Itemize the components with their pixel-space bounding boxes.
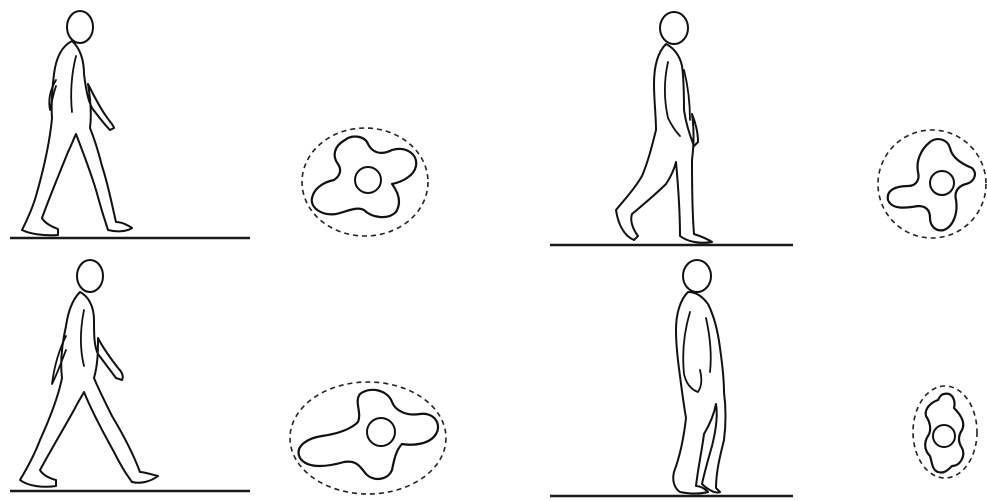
cross-section-oval [290,382,446,494]
spinal-canal [355,167,381,193]
figure-head [77,260,103,292]
spinal-canal [930,171,954,195]
panel-upright-short-stride [550,12,986,245]
figure-head [683,260,711,292]
cross-section-oval [878,130,986,238]
figure-body [20,292,158,487]
walking-figure [616,12,712,243]
walking-figure [20,260,158,487]
panel-forward-lean-long-stride [10,260,446,494]
cross-section-oval [302,128,428,236]
walking-figure [22,11,132,235]
cross-section-oval [913,386,977,478]
panel-upright-long-stride [10,11,428,238]
panel-stooped-short-stride [550,260,977,496]
spinal-canal [933,425,955,447]
walking-figure [673,260,725,494]
figure-body [22,41,132,235]
figure-head [660,12,688,44]
figure-body [616,44,712,243]
spinal-canal [367,418,395,446]
figure-body [673,292,725,494]
figure-head [67,11,93,43]
